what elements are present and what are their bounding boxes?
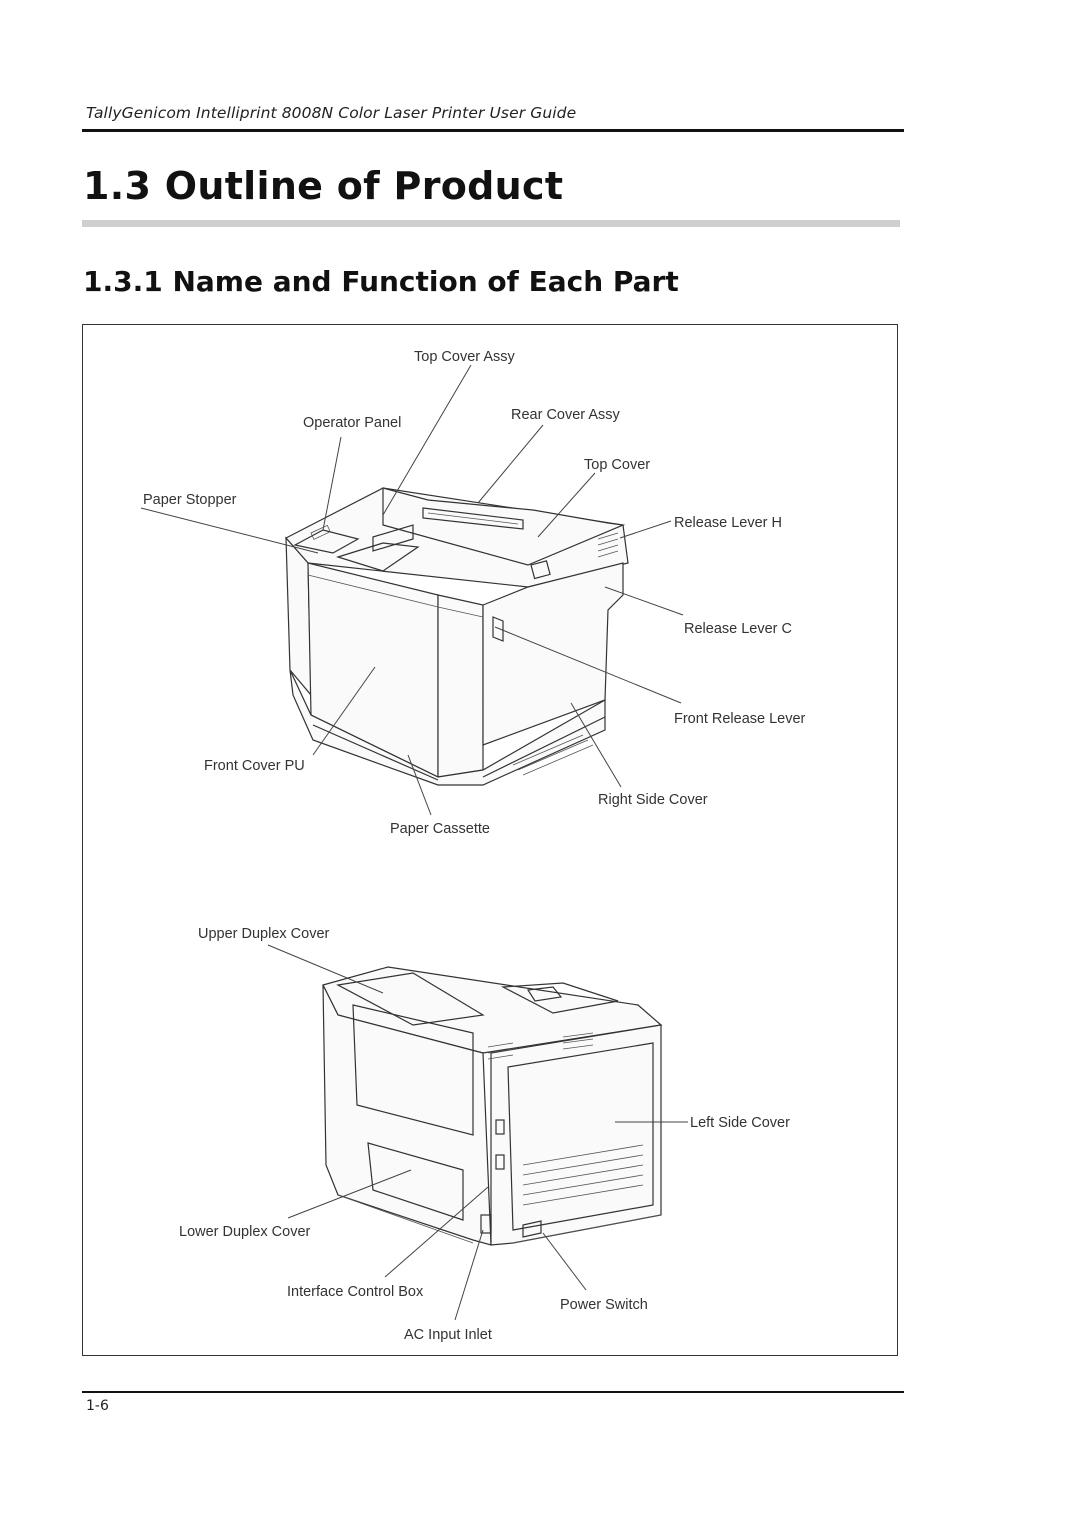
callout-power-switch: Power Switch <box>560 1297 648 1313</box>
callout-upper-duplex-cover: Upper Duplex Cover <box>198 926 330 942</box>
callout-release-lever-h: Release Lever H <box>674 515 782 531</box>
callout-left-side-cover: Left Side Cover <box>690 1115 790 1131</box>
front-callouts: Top Cover Assy Operator Panel Rear Cover… <box>143 349 806 837</box>
running-header: TallyGenicom Intelliprint 8008N Color La… <box>86 104 577 122</box>
page-number: 1-6 <box>86 1398 109 1414</box>
section-title-rule <box>82 220 900 227</box>
callout-ac-input-inlet: AC Input Inlet <box>404 1327 492 1343</box>
callout-top-cover: Top Cover <box>584 457 650 473</box>
printer-parts-figure: Top Cover Assy Operator Panel Rear Cover… <box>82 324 898 1356</box>
callout-top-cover-assy: Top Cover Assy <box>414 349 515 365</box>
callout-paper-stopper: Paper Stopper <box>143 492 237 508</box>
section-title: 1.3 Outline of Product <box>83 164 564 208</box>
callout-release-lever-c: Release Lever C <box>684 621 792 637</box>
callout-lower-duplex-cover: Lower Duplex Cover <box>179 1224 311 1240</box>
callout-front-cover-pu: Front Cover PU <box>204 758 305 774</box>
rear-callouts: Upper Duplex Cover Left Side Cover Lower… <box>179 926 790 1343</box>
rear-view-printer-illustration <box>322 966 663 1246</box>
printer-parts-diagram: Top Cover Assy Operator Panel Rear Cover… <box>140 349 806 1343</box>
header-rule <box>82 129 904 132</box>
footer-rule <box>82 1391 904 1393</box>
callout-paper-cassette: Paper Cassette <box>390 821 490 837</box>
rear-callout-leaders <box>267 944 688 1321</box>
callout-right-side-cover: Right Side Cover <box>598 792 708 808</box>
front-view-printer-illustration <box>285 487 629 786</box>
subsection-title: 1.3.1 Name and Function of Each Part <box>83 265 679 298</box>
callout-interface-control-box: Interface Control Box <box>287 1284 424 1300</box>
callout-rear-cover-assy: Rear Cover Assy <box>511 407 621 423</box>
callout-front-release-lever: Front Release Lever <box>674 711 806 727</box>
front-callout-leaders <box>140 364 684 816</box>
callout-operator-panel: Operator Panel <box>303 415 401 431</box>
